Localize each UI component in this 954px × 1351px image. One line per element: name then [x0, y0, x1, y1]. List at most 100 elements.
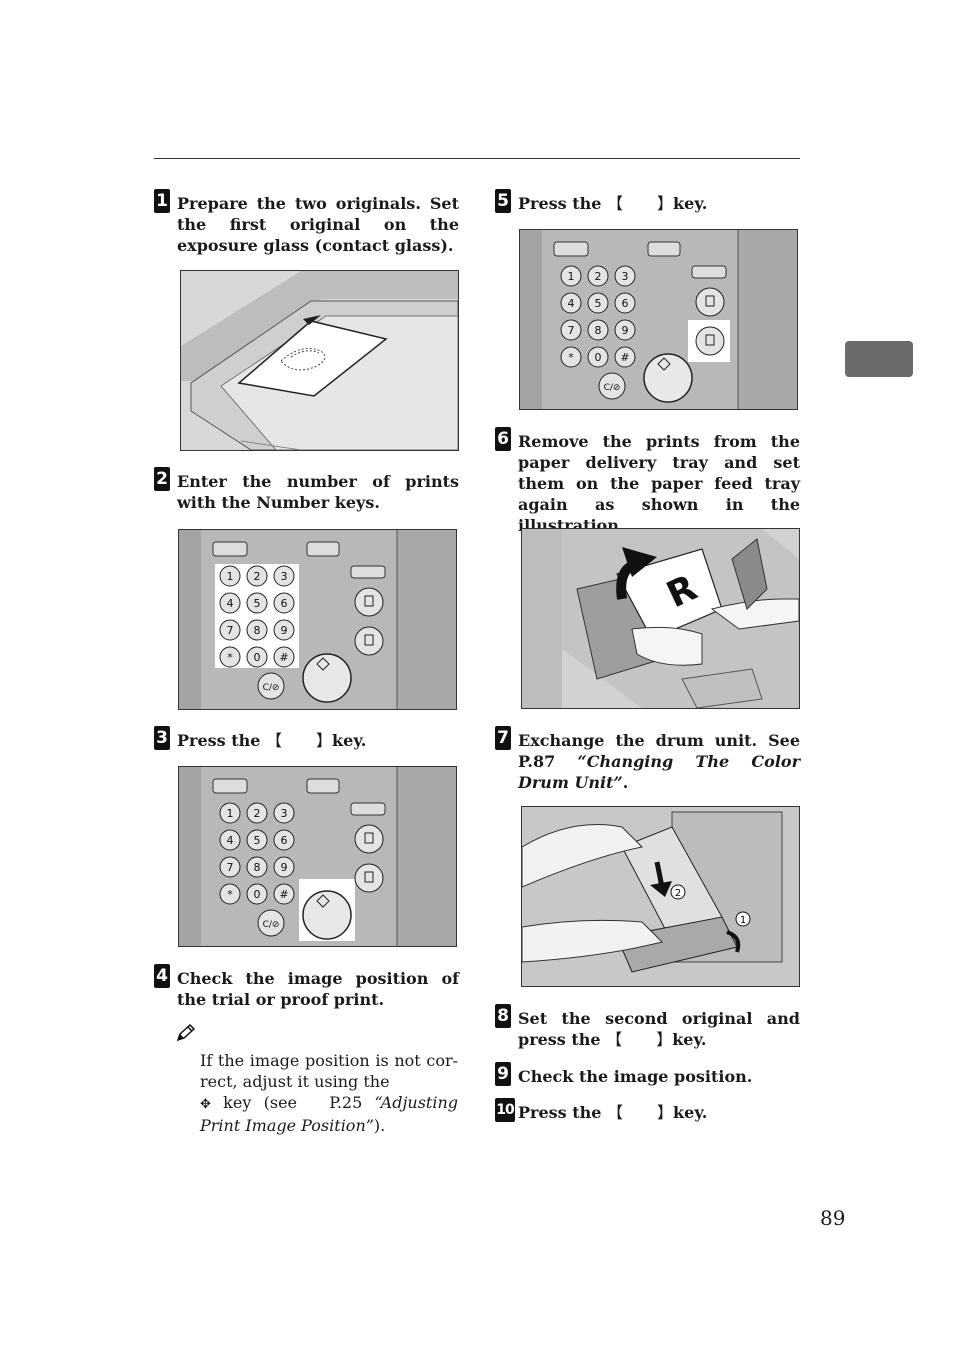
svg-text:9: 9 — [281, 624, 288, 637]
svg-text:7: 7 — [227, 624, 234, 637]
svg-text:6: 6 — [622, 297, 629, 310]
keypad-key: 5 — [587, 292, 609, 314]
svg-text:7: 7 — [227, 861, 234, 874]
step-number: 10 — [495, 1098, 515, 1122]
clear-stop-key: C/⊘ — [257, 672, 285, 700]
step-number: 3 — [154, 726, 170, 750]
proof-key — [695, 287, 725, 317]
clear-stop-key: C/⊘ — [257, 909, 285, 937]
svg-text:6: 6 — [281, 834, 288, 847]
svg-text:5: 5 — [254, 597, 261, 610]
step-number: 6 — [495, 427, 511, 451]
step-number: 1 — [154, 189, 170, 213]
keypad-key: 8 — [246, 619, 268, 641]
reset-key — [350, 802, 386, 816]
svg-text:4: 4 — [227, 834, 234, 847]
page-number: 89 — [820, 1206, 846, 1230]
svg-text:2: 2 — [254, 807, 261, 820]
svg-text:6: 6 — [281, 597, 288, 610]
svg-text:C/⊘: C/⊘ — [263, 683, 280, 693]
header-rule — [154, 158, 800, 159]
step-text: Check the image position of the trial or… — [177, 969, 459, 1009]
keypad-key: 0 — [246, 883, 268, 905]
svg-text:#: # — [279, 651, 288, 664]
svg-text:*: * — [227, 651, 233, 664]
svg-text:1: 1 — [227, 570, 234, 583]
svg-text:3: 3 — [281, 570, 288, 583]
svg-text:#: # — [279, 888, 288, 901]
clear-stop-key: C/⊘ — [598, 372, 626, 400]
keypad-key: 2 — [587, 265, 609, 287]
step-text: Press the 【】key. — [177, 731, 367, 750]
keypad-key: # — [273, 646, 295, 668]
start-key — [302, 890, 352, 940]
keypad-key: 8 — [246, 856, 268, 878]
keypad-key: * — [219, 646, 241, 668]
svg-text:1: 1 — [227, 807, 234, 820]
proof-key — [354, 587, 384, 617]
step-number: 5 — [495, 189, 511, 213]
trial-key — [354, 863, 384, 893]
step-text: Exchange the drum unit. See P.87 “Changi… — [518, 731, 800, 792]
keypad-key: 2 — [246, 802, 268, 824]
callout-2: 2 — [675, 888, 681, 899]
keypad-key: 4 — [219, 592, 241, 614]
svg-text:5: 5 — [254, 834, 261, 847]
keypad-key: 5 — [246, 829, 268, 851]
keypad-key: 9 — [273, 619, 295, 641]
svg-text:0: 0 — [595, 351, 602, 364]
trial-key — [695, 326, 725, 356]
keypad-key: 0 — [246, 646, 268, 668]
keypad-key: # — [614, 346, 636, 368]
step-number: 9 — [495, 1062, 511, 1086]
svg-text:8: 8 — [254, 861, 261, 874]
step-text: Press the 【】key. — [518, 194, 708, 213]
step-number: 8 — [495, 1004, 511, 1028]
keypad-key: 7 — [219, 856, 241, 878]
keypad-key: 6 — [273, 829, 295, 851]
keypad-key: 1 — [219, 565, 241, 587]
keypad-key: 3 — [273, 802, 295, 824]
keypad-key: 5 — [246, 592, 268, 614]
step-number: 2 — [154, 467, 170, 491]
svg-text:*: * — [227, 888, 233, 901]
svg-text:5: 5 — [595, 297, 602, 310]
svg-text:3: 3 — [281, 807, 288, 820]
svg-text:2: 2 — [254, 570, 261, 583]
figure-paper-feed: R — [521, 528, 800, 709]
keypad-key: 8 — [587, 319, 609, 341]
svg-text:2: 2 — [595, 270, 602, 283]
note-pencil-icon — [176, 1023, 196, 1046]
keypad-key: 7 — [219, 619, 241, 641]
keypad-key: 6 — [614, 292, 636, 314]
step-text: Check the image position. — [518, 1067, 753, 1086]
svg-text:1: 1 — [568, 270, 575, 283]
figure-exposure-glass — [180, 270, 459, 451]
keypad-key: 6 — [273, 592, 295, 614]
figure-drum-unit: 2 1 — [521, 806, 800, 987]
start-key — [302, 653, 352, 703]
step-text: Set the second original and press the 【】… — [518, 1009, 800, 1049]
keypad-key: 9 — [614, 319, 636, 341]
keypad-key: 4 — [560, 292, 582, 314]
step-text: Prepare the two originals. Set the first… — [177, 194, 459, 255]
svg-text:#: # — [620, 351, 629, 364]
svg-text:C/⊘: C/⊘ — [263, 920, 280, 930]
keypad-key: 1 — [219, 802, 241, 824]
svg-text:7: 7 — [568, 324, 575, 337]
svg-text:C/⊘: C/⊘ — [604, 383, 621, 393]
keypad-key: 3 — [273, 565, 295, 587]
arrows-icon: ✥ — [200, 1097, 211, 1112]
keypad-key: 4 — [219, 829, 241, 851]
svg-text:0: 0 — [254, 651, 261, 664]
keypad-key: 2 — [246, 565, 268, 587]
keypad-key: * — [560, 346, 582, 368]
keypad-key: 0 — [587, 346, 609, 368]
keypad-key: 1 — [560, 265, 582, 287]
callout-1: 1 — [740, 915, 746, 926]
reset-key — [350, 565, 386, 579]
step-number: 4 — [154, 964, 170, 988]
